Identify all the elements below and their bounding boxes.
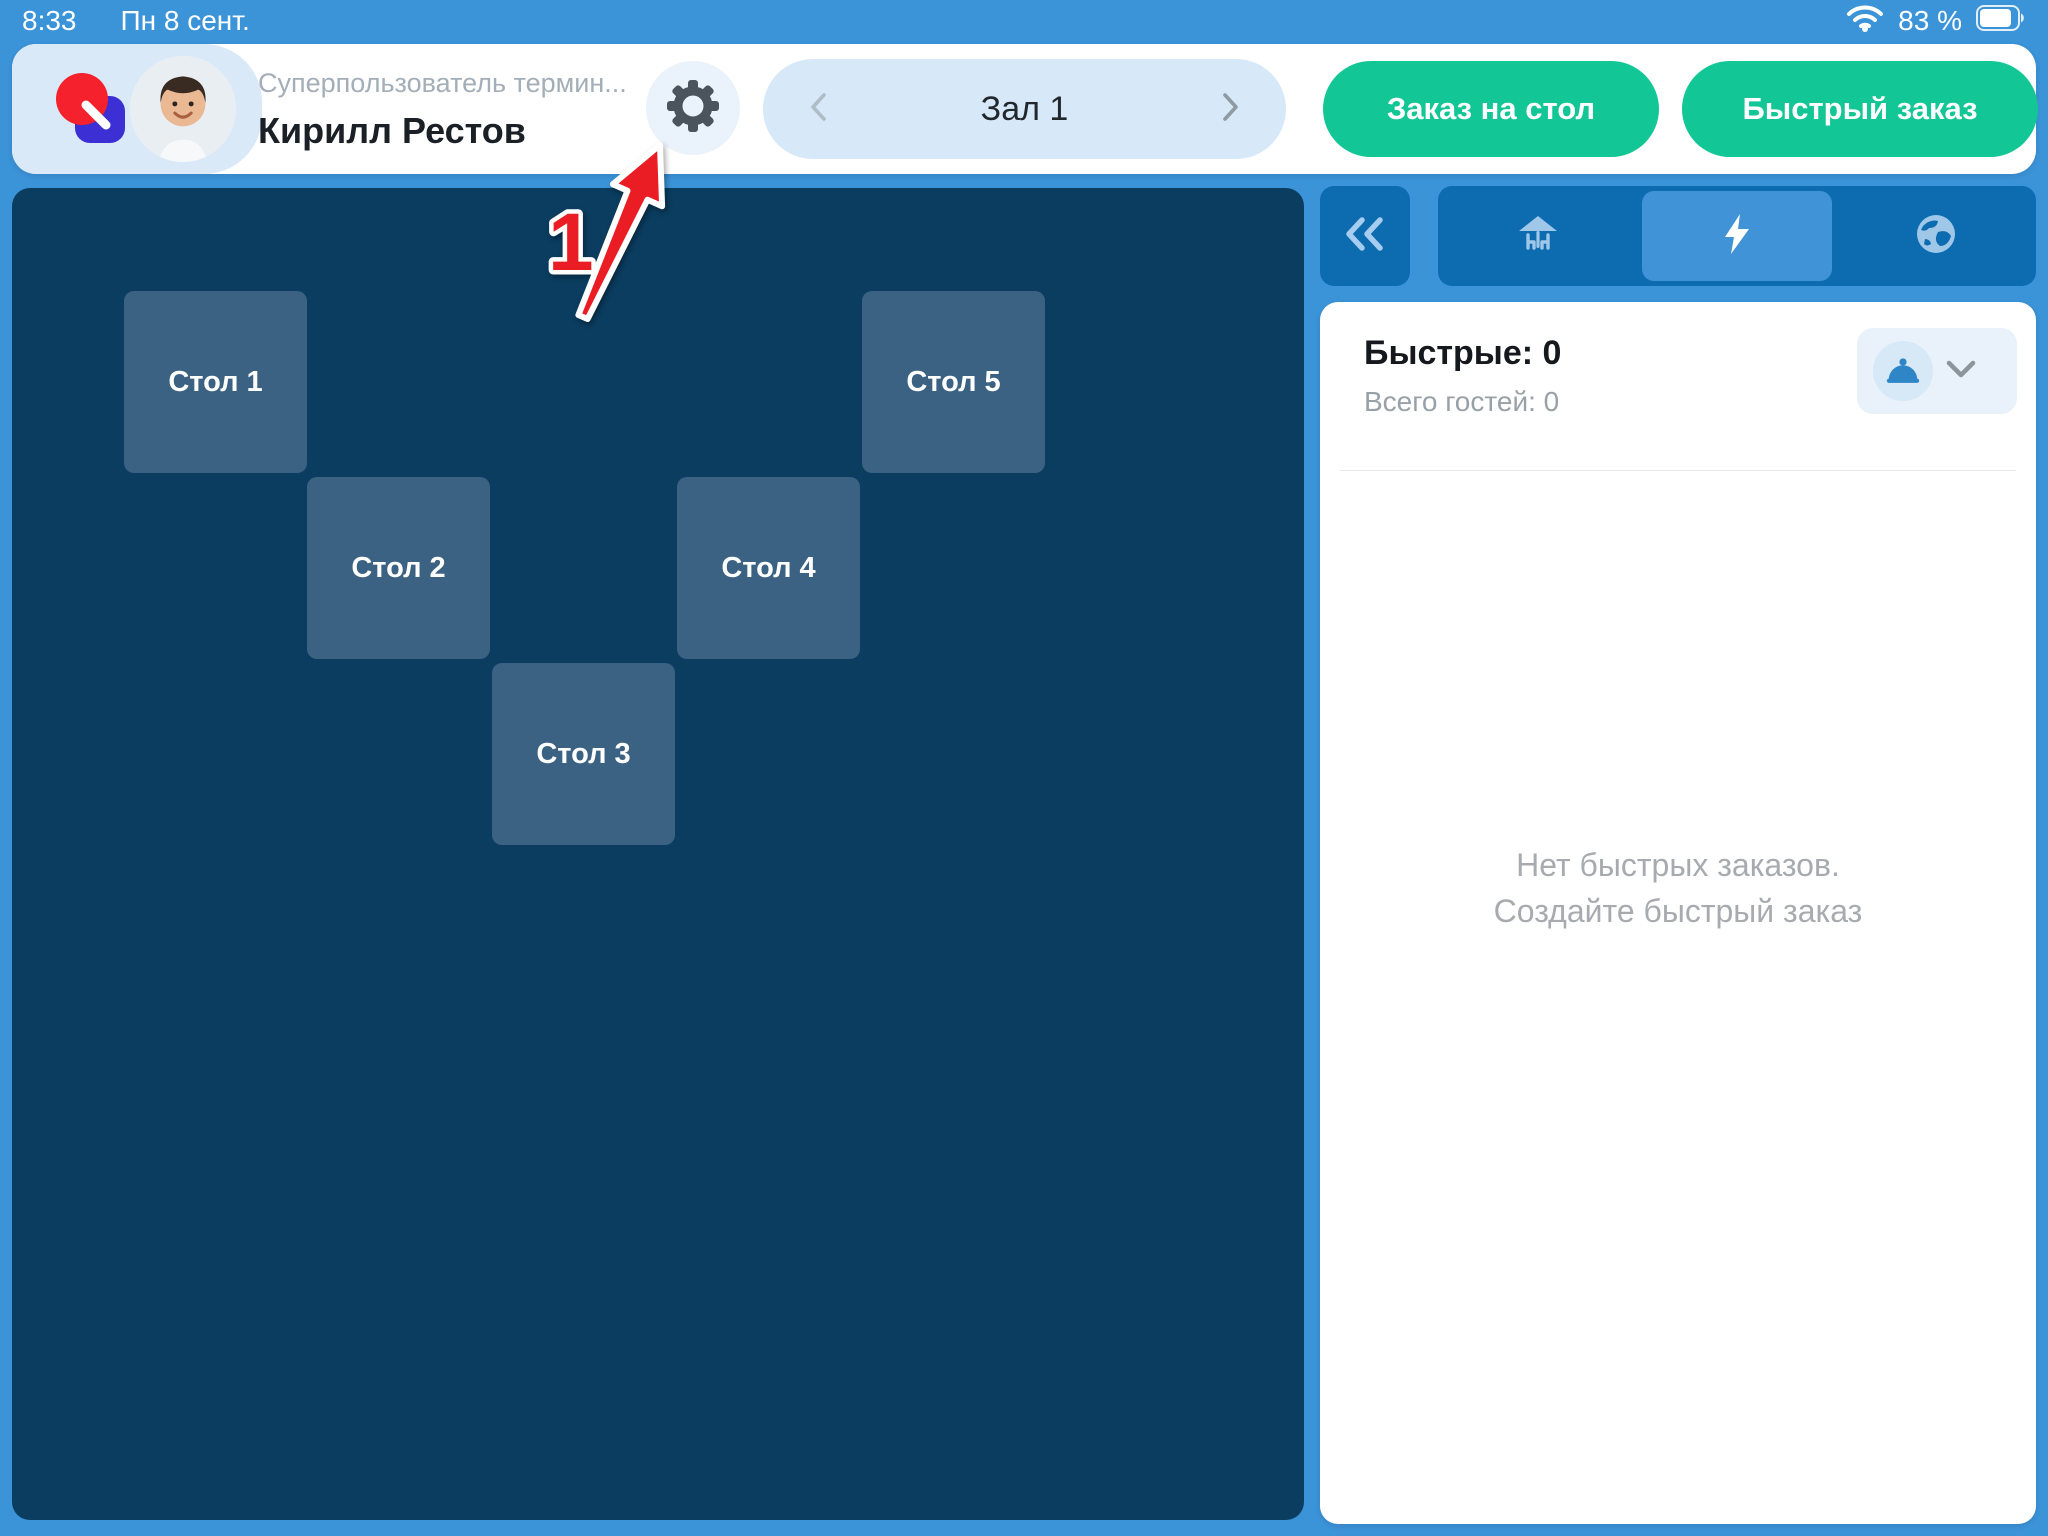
user-avatar [130, 56, 236, 162]
battery-icon [1976, 4, 2026, 38]
clock: 8:33 [22, 5, 77, 36]
quick-order-button[interactable]: Быстрый заказ [1682, 61, 2038, 157]
table-tile-3[interactable]: Стол 3 [492, 663, 675, 845]
status-bar: 8:33 Пн 8 сент. 83 % [0, 0, 2048, 42]
lightning-bolt-icon [1717, 211, 1757, 262]
settings-button[interactable] [646, 61, 740, 155]
tab-delivery-orders[interactable] [1842, 191, 2031, 281]
floor-plan: Стол 1 Стол 2 Стол 3 Стол 4 Стол 5 [12, 188, 1304, 1520]
panel-divider [1340, 470, 2016, 471]
order-on-table-button[interactable]: Заказ на стол [1323, 61, 1659, 157]
chevron-left-icon [804, 87, 834, 132]
header-bar: Суперпользователь термин... Кирилл Ресто… [12, 44, 2038, 174]
hall-selector: Зал 1 [763, 59, 1286, 159]
gear-icon [666, 79, 720, 138]
date: Пн 8 сент. [120, 5, 250, 36]
panel-collapse-button[interactable] [1320, 186, 1410, 286]
user-name-label: Кирилл Рестов [258, 110, 526, 151]
empty-state-line2: Создайте быстрый заказ [1493, 893, 1863, 929]
chevron-right-icon [1215, 87, 1245, 132]
quick-orders-panel: Быстрые: 0 Всего гостей: 0 Нет быстрых з… [1320, 302, 2036, 1524]
hall-name-label: Зал 1 [980, 89, 1069, 128]
tab-hall-orders[interactable] [1443, 191, 1632, 281]
hall-next-button[interactable] [1208, 79, 1252, 139]
serve-filter-dropdown[interactable] [1857, 328, 2017, 414]
wifi-icon [1846, 3, 1884, 40]
current-user[interactable]: Суперпользователь термин... Кирилл Ресто… [258, 68, 650, 152]
quick-orders-count-label: Быстрые: 0 [1364, 334, 1562, 372]
hall-prev-button[interactable] [797, 79, 841, 139]
table-tile-4[interactable]: Стол 4 [677, 477, 860, 659]
battery-percent: 83 % [1898, 5, 1962, 36]
quick-resto-logo-icon [46, 63, 138, 155]
user-section[interactable] [12, 44, 262, 174]
empty-state-line1: Нет быстрых заказов. [1516, 847, 1840, 883]
orders-tab-bar [1438, 186, 2036, 286]
table-tile-2[interactable]: Стол 2 [307, 477, 490, 659]
globe-delivery-icon [1913, 211, 1959, 262]
hall-tables-icon [1516, 212, 1560, 261]
table-tile-1[interactable]: Стол 1 [124, 291, 307, 473]
empty-state-message: Нет быстрых заказов. Создайте быстрый за… [1320, 842, 2036, 934]
cloche-icon [1873, 341, 1933, 401]
chevron-down-icon [1943, 357, 1979, 386]
table-tile-5[interactable]: Стол 5 [862, 291, 1045, 473]
tab-quick-orders[interactable] [1642, 191, 1832, 281]
double-chevron-left-icon [1341, 213, 1389, 260]
total-guests-label: Всего гостей: 0 [1364, 386, 1560, 417]
user-role-label: Суперпользователь термин... [258, 68, 627, 98]
